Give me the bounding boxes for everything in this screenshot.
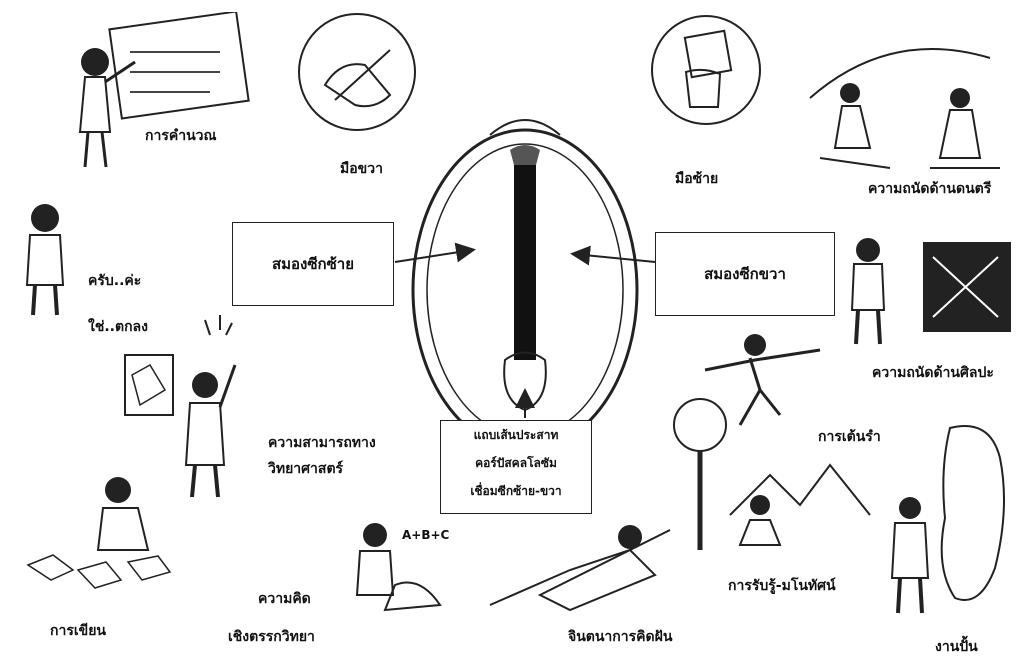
logic-label-line-1: ความคิด xyxy=(258,588,311,610)
left-hand-label: มือซ้าย xyxy=(675,168,718,190)
yes-label-line-2: ใช่..ตกลง xyxy=(88,316,148,338)
sculpture-illustration xyxy=(880,418,1015,618)
music-illustration xyxy=(790,18,1015,178)
corpus-callosum-line-3: เชื่อมซีกซ้าย-ขวา xyxy=(441,477,591,505)
writing-illustration xyxy=(18,470,203,595)
yes-person-illustration xyxy=(5,200,85,320)
left-hand-illustration xyxy=(648,12,768,132)
writing-label: การเขียน xyxy=(50,620,106,642)
calculation-label: การคำนวณ xyxy=(145,125,217,147)
right-hemisphere-box: สมองซีกขวา xyxy=(655,232,835,316)
music-label: ความถนัดด้านดนตรี xyxy=(868,178,991,200)
art-illustration xyxy=(838,232,1018,352)
logic-label-line-2: เชิงตรรกวิทยา xyxy=(228,626,315,648)
right-hand-illustration xyxy=(295,10,420,135)
corpus-callosum-box: แถบเส้นประสาท คอร์ปัสคลโลซัม เชื่อมซีกซ้… xyxy=(440,420,592,514)
imagination-illustration xyxy=(480,515,680,620)
right-hemisphere-label: สมองซีกขวา xyxy=(704,262,786,286)
sculpture-label: งานปั้น xyxy=(935,636,978,658)
corpus-callosum-line-1: แถบเส้นประสาท xyxy=(441,421,591,449)
science-label-line-1: ความสามารถทาง xyxy=(268,432,376,454)
left-hemisphere-label: สมองซีกซ้าย xyxy=(272,252,354,276)
art-label: ความถนัดด้านศิลปะ xyxy=(872,362,994,384)
dance-label: การเต้นรำ xyxy=(818,426,881,448)
perception-label: การรับรู้-มโนทัศน์ xyxy=(728,575,836,597)
corpus-callosum-line-2: คอร์ปัสคลโลซัม xyxy=(441,449,591,477)
formula-label: A+B+C xyxy=(402,528,449,542)
perception-illustration xyxy=(670,395,880,560)
imagination-label: จินตนาการคิดฝัน xyxy=(568,626,672,648)
yes-label-line-1: ครับ..ค่ะ xyxy=(88,270,141,292)
left-hemisphere-box: สมองซีกซ้าย xyxy=(232,222,394,306)
science-label-line-2: วิทยาศาสตร์ xyxy=(268,458,343,480)
calculation-illustration xyxy=(60,12,250,172)
right-hand-label: มือขวา xyxy=(340,158,383,180)
